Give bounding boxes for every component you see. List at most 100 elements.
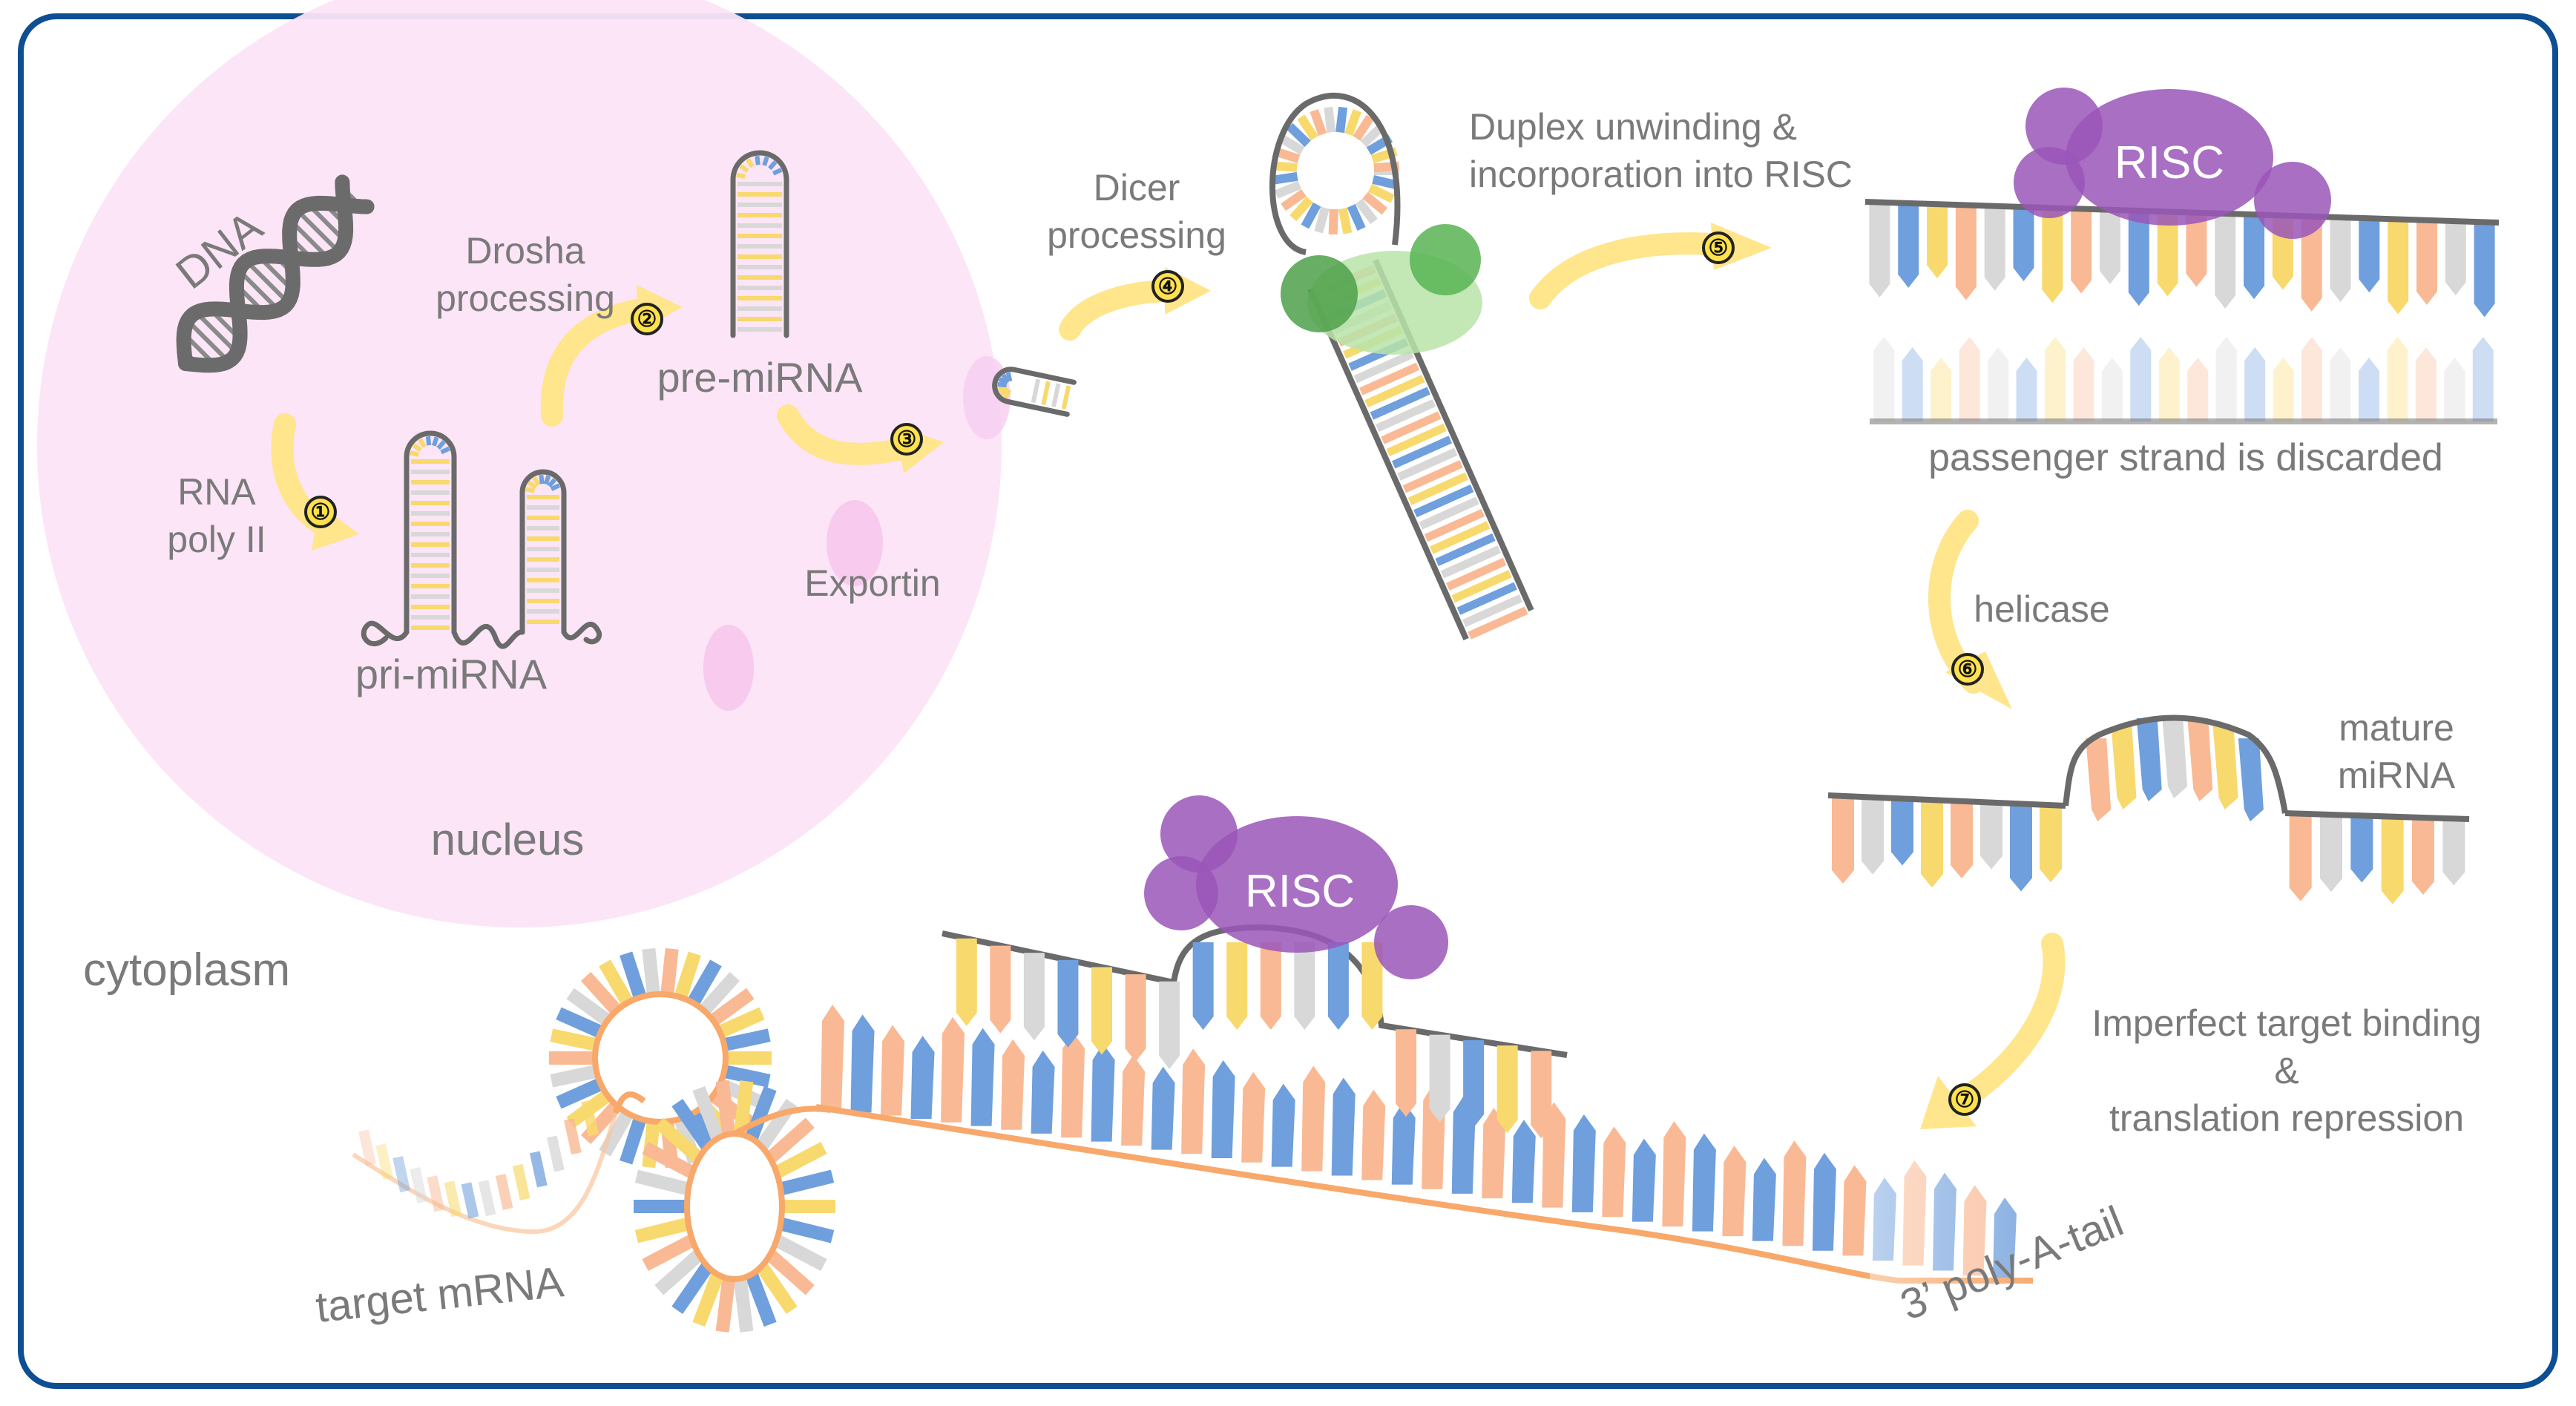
loop-base bbox=[1360, 123, 1385, 148]
exportin-blob bbox=[703, 625, 754, 711]
target-mrna-complex: RISC bbox=[352, 795, 2048, 1333]
base-pair bbox=[1051, 383, 1061, 407]
nucleotide bbox=[1980, 802, 2002, 870]
target-nucleotide bbox=[1301, 1065, 1326, 1172]
base-pair bbox=[1402, 460, 1463, 493]
target-nucleotide bbox=[1241, 1071, 1266, 1163]
loop-nucleotide bbox=[765, 1117, 815, 1163]
cytoplasm-label: cytoplasm bbox=[83, 945, 290, 996]
target-nucleotide bbox=[1361, 1089, 1386, 1180]
process-arrow bbox=[540, 298, 657, 427]
base-pair bbox=[1440, 545, 1501, 579]
loop-base bbox=[1001, 373, 1011, 384]
mirna-nucleotide bbox=[1531, 1051, 1552, 1139]
nucleotide bbox=[1959, 337, 1980, 421]
nucleotide bbox=[2238, 738, 2264, 822]
step-marker: ① bbox=[304, 496, 337, 528]
loop-base bbox=[547, 478, 557, 488]
dicer-domain bbox=[1410, 224, 1481, 295]
nucleotide bbox=[1869, 202, 1890, 298]
process-arrow bbox=[1529, 232, 1732, 309]
target-nucleotide bbox=[881, 1025, 905, 1116]
risc-duplex: RISC bbox=[1864, 88, 2500, 424]
exported-pre-mirna bbox=[992, 367, 1077, 417]
nucleotide bbox=[1891, 798, 1913, 866]
base-pair bbox=[1353, 350, 1414, 384]
step-marker: ⑥ bbox=[1951, 653, 1984, 686]
loop-nucleotide bbox=[765, 1249, 815, 1295]
mirna-nucleotide bbox=[1057, 959, 1079, 1048]
nucleotide bbox=[2157, 211, 2178, 297]
loop-base bbox=[1335, 106, 1348, 134]
nucleotide bbox=[2215, 337, 2237, 421]
loop-nucleotide bbox=[671, 1098, 714, 1151]
step-circle bbox=[1951, 653, 1984, 686]
target-nucleotide bbox=[1091, 1043, 1115, 1142]
base-pair bbox=[1364, 375, 1425, 408]
loop-base bbox=[525, 487, 535, 493]
nucleotide bbox=[2215, 213, 2236, 309]
base-pair bbox=[1031, 378, 1041, 404]
step-number: ② bbox=[637, 307, 657, 332]
base-pair bbox=[1061, 385, 1071, 410]
loop-nucleotide bbox=[699, 971, 740, 1016]
loop-nucleotide bbox=[692, 1272, 724, 1327]
nucleotide bbox=[2474, 222, 2495, 318]
target-nucleotide bbox=[1271, 1083, 1295, 1167]
nucleotide bbox=[1873, 337, 1895, 421]
loop-nucleotide bbox=[723, 1065, 771, 1088]
loop-base bbox=[1355, 198, 1378, 225]
mirna-nucleotide bbox=[990, 945, 1011, 1034]
tail-nucleotide bbox=[461, 1182, 479, 1219]
target-nucleotide bbox=[1752, 1157, 1776, 1241]
target-nucleotide bbox=[941, 1016, 965, 1123]
loop-base bbox=[1362, 191, 1388, 215]
hairpin-backbone bbox=[992, 367, 1077, 417]
loop-nucleotide bbox=[566, 988, 612, 1026]
loop-nucleotide bbox=[709, 988, 755, 1026]
process-arrow bbox=[777, 404, 916, 465]
mrna-backbone bbox=[815, 1104, 2033, 1284]
nucleotide bbox=[2358, 358, 2379, 421]
loop-nucleotide bbox=[773, 1142, 827, 1179]
base-pair bbox=[1370, 387, 1430, 420]
nucleotide bbox=[2101, 358, 2123, 421]
loop-base bbox=[772, 168, 783, 176]
loop-base bbox=[532, 476, 541, 487]
target-nucleotide bbox=[1692, 1133, 1716, 1232]
base-pair bbox=[1435, 533, 1496, 567]
nucleotide bbox=[2244, 347, 2266, 421]
loop-nucleotide bbox=[745, 1085, 777, 1141]
base-pair bbox=[1391, 436, 1453, 469]
exportin-blob bbox=[827, 500, 883, 586]
mirna-nucleotide bbox=[1327, 942, 1349, 1030]
step-marker: ③ bbox=[890, 423, 923, 456]
nucleotide bbox=[2301, 337, 2323, 421]
label-line: processing bbox=[436, 277, 615, 319]
step-circle bbox=[631, 303, 663, 335]
mirna-nucleotide bbox=[1463, 1039, 1485, 1128]
loop-nucleotide bbox=[715, 1278, 736, 1333]
loop-base bbox=[762, 156, 769, 166]
nucleotide bbox=[2111, 726, 2137, 810]
loop-base bbox=[1347, 204, 1366, 231]
risc-top-label: RISC bbox=[2115, 137, 2224, 188]
target-nucleotide bbox=[1632, 1138, 1656, 1222]
mrna-loop bbox=[684, 1131, 785, 1282]
loop-nucleotide bbox=[599, 1109, 634, 1157]
nucleotide bbox=[1931, 358, 1952, 421]
target-nucleotide bbox=[1511, 1120, 1536, 1203]
base-pair bbox=[1375, 398, 1436, 433]
exported-hairpin bbox=[992, 367, 1077, 417]
nucleotide bbox=[2099, 209, 2120, 284]
dna-rung bbox=[295, 208, 341, 254]
base-pair bbox=[1446, 557, 1507, 591]
loop-nucleotide bbox=[723, 1028, 771, 1051]
pri-mirna-structure bbox=[361, 430, 602, 649]
loop-base bbox=[1005, 372, 1013, 382]
target-nucleotide bbox=[850, 1014, 875, 1113]
step-number: ③ bbox=[897, 427, 917, 452]
loop-nucleotide bbox=[556, 1007, 604, 1039]
